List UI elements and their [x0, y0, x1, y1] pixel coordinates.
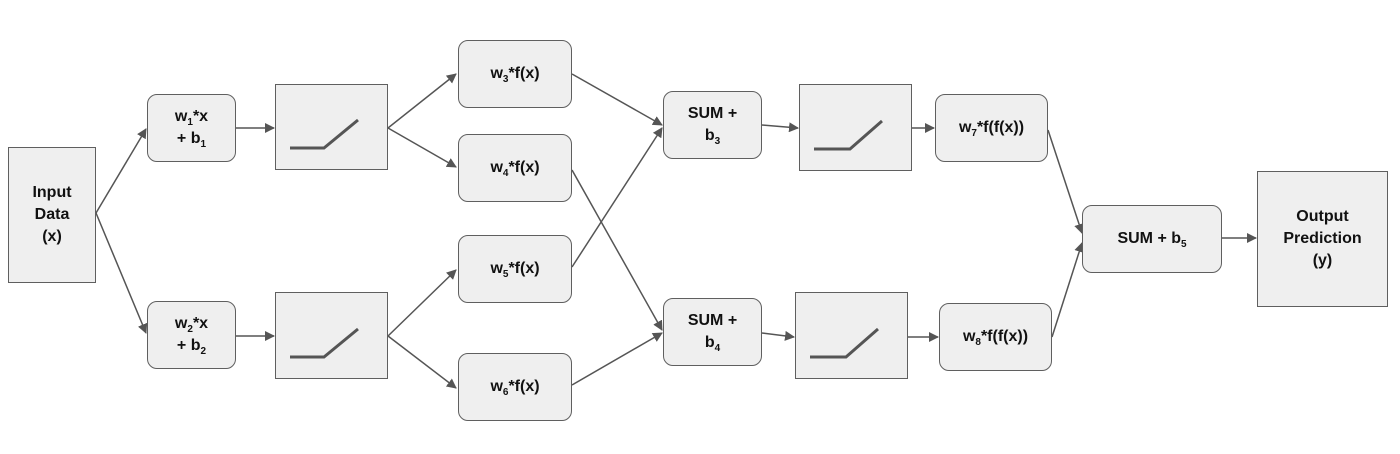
- w7-w: w: [958, 119, 972, 136]
- arrow-w3-to-sum3: [571, 73, 663, 126]
- arrow-w4-to-sum4: [571, 169, 663, 331]
- w4-rest: *f(x): [508, 159, 540, 176]
- arrow-w7-to-sum5: [1047, 129, 1084, 234]
- arrow-sum4-to-relu4: [761, 330, 795, 341]
- output-line-2: Prediction: [1283, 230, 1362, 247]
- w3-w: w: [490, 65, 503, 82]
- arrow-w8-to-sum5: [1051, 242, 1085, 338]
- weight-node-w6: w6*f(x): [458, 353, 572, 421]
- w5-rest: *f(x): [508, 260, 540, 277]
- arrow-relu1-to-w3: [387, 73, 457, 129]
- lin1-w: w: [174, 108, 188, 125]
- w6-rest: *f(x): [508, 378, 540, 395]
- sum5-sub: 5: [1181, 239, 1187, 250]
- linear-node-1: w1*x + b1: [147, 94, 236, 162]
- lin2-x: *x: [192, 315, 209, 332]
- w8-rest: *f(f(x)): [980, 328, 1029, 345]
- w3-rest: *f(x): [508, 65, 540, 82]
- w5-w: w: [490, 260, 503, 277]
- lin2-b: + b: [176, 337, 201, 354]
- relu-curve-icon: [290, 118, 359, 150]
- sum-node-b4: SUM + b4: [663, 298, 762, 366]
- input-line-1: Input: [32, 184, 72, 201]
- sum4-sub: 4: [714, 343, 721, 354]
- weight-node-w3: w3*f(x): [458, 40, 572, 108]
- lin1-x: *x: [192, 108, 209, 125]
- w4-sub: 4: [502, 168, 509, 179]
- w7-sub: 7: [971, 128, 977, 139]
- lin2-w-sub: 2: [187, 324, 193, 335]
- sum-node-b5: SUM + b5: [1082, 205, 1222, 273]
- sum3-b: b: [704, 127, 715, 144]
- arrow-input-to-lin1: [95, 128, 147, 214]
- w6-w: w: [490, 378, 503, 395]
- relu-curve-icon: [814, 119, 883, 151]
- arrow-sum3-to-relu3: [761, 122, 799, 133]
- w6-sub: 6: [502, 387, 509, 398]
- input-line-3: (x): [42, 228, 62, 245]
- input-data-box: Input Data (x): [8, 147, 96, 283]
- arrow-relu2-to-w6: [387, 335, 457, 389]
- lin1-b-sub: 1: [200, 139, 207, 150]
- lin2-w: w: [174, 315, 188, 332]
- weight-node-w7: w7*f(f(x)): [935, 94, 1048, 162]
- input-line-2: Data: [34, 206, 70, 223]
- output-line-3: (y): [1312, 252, 1333, 269]
- relu-activation-4: [795, 292, 908, 379]
- lin2-b-sub: 2: [200, 346, 207, 357]
- sum3-top: SUM +: [687, 105, 738, 122]
- relu-activation-1: [275, 84, 388, 170]
- w5-sub: 5: [502, 269, 509, 280]
- arrow-relu1-to-w4: [387, 127, 457, 168]
- w4-w: w: [490, 159, 503, 176]
- sum-node-b3: SUM + b3: [663, 91, 762, 159]
- w3-sub: 3: [502, 74, 509, 85]
- w7-rest: *f(f(x)): [976, 119, 1025, 136]
- weight-node-w8: w8*f(f(x)): [939, 303, 1052, 371]
- w8-sub: 8: [975, 337, 981, 348]
- linear-node-2: w2*x + b2: [147, 301, 236, 369]
- arrow-w6-to-sum4: [571, 332, 663, 386]
- lin1-w-sub: 1: [187, 117, 193, 128]
- arrow-w5-to-sum3: [571, 127, 663, 268]
- weight-node-w4: w4*f(x): [458, 134, 572, 202]
- sum5-text: SUM + b: [1117, 230, 1181, 247]
- relu-activation-2: [275, 292, 388, 379]
- sum3-sub: 3: [714, 136, 721, 147]
- output-prediction-box: Output Prediction (y): [1257, 171, 1388, 307]
- relu-curve-icon: [810, 327, 879, 359]
- relu-curve-icon: [290, 327, 359, 359]
- weight-node-w5: w5*f(x): [458, 235, 572, 303]
- sum4-top: SUM +: [687, 312, 738, 329]
- lin1-b: + b: [176, 130, 201, 147]
- arrow-input-to-lin2: [95, 212, 148, 334]
- w8-w: w: [962, 328, 976, 345]
- relu-activation-3: [799, 84, 912, 171]
- sum4-b: b: [704, 334, 715, 351]
- output-line-1: Output: [1296, 208, 1349, 225]
- arrow-relu2-to-w5: [387, 269, 457, 337]
